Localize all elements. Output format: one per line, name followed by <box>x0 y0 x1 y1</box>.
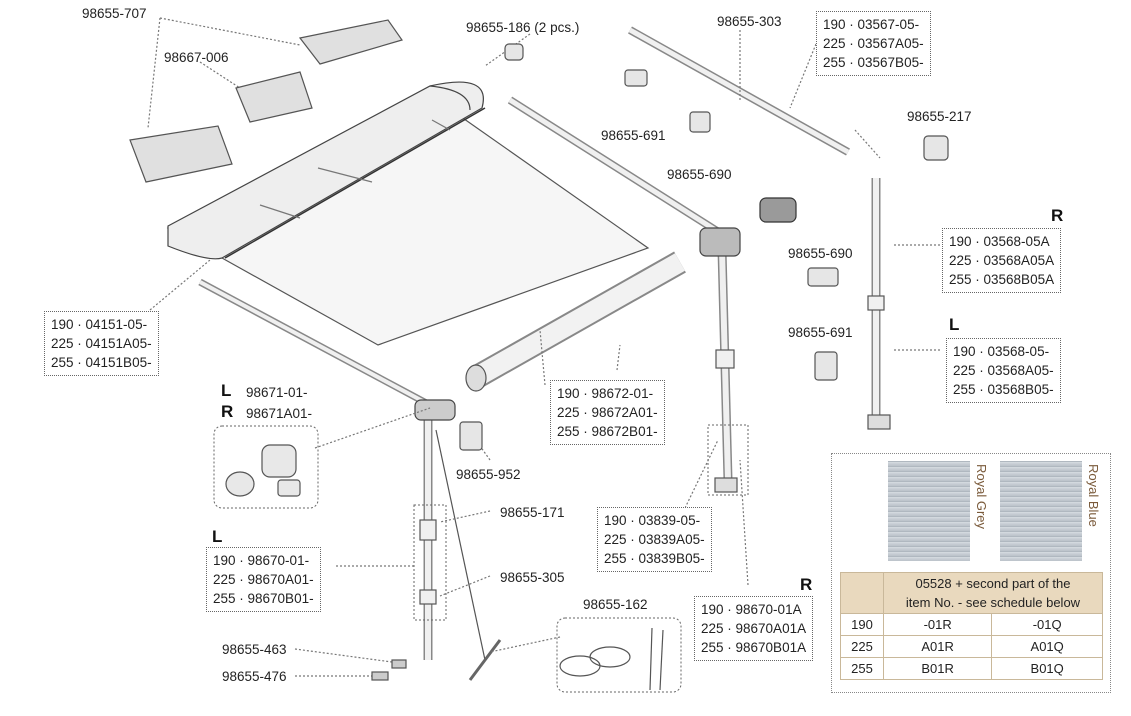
table-row: 190 -01R -01Q <box>840 613 1103 636</box>
label-98667-006: 98667-006 <box>164 50 229 65</box>
label-98655-171: 98655-171 <box>500 505 565 520</box>
rear-rail <box>507 96 731 242</box>
leg-right <box>714 249 738 493</box>
box-03568A: 190 · 03568-05A 225 · 03568A05A 255 · 03… <box>942 228 1062 293</box>
swatch-royal-blue-label: Royal Blue <box>1086 464 1101 527</box>
label-98655-691-top: 98655-691 <box>601 128 666 143</box>
label-98655-186: 98655-186 (2 pcs.) <box>466 20 580 35</box>
corner-joint-left <box>414 399 456 421</box>
bracket-kit <box>225 444 301 497</box>
label-98655-476: 98655-476 <box>222 669 287 684</box>
label-98671-01: 98671-01- <box>246 385 308 400</box>
swatch-royal-grey <box>888 461 970 561</box>
strap-kit <box>559 627 664 691</box>
side-marker-right-wall: R <box>1051 206 1064 225</box>
side-marker-left-leg: L <box>212 527 223 546</box>
front-bar-left <box>198 278 432 409</box>
box-98670: 190 · 98670-01- 225 · 98670A01- 255 · 98… <box>206 547 321 612</box>
box-98670A: 190 · 98670-01A 225 · 98670A01A 255 · 98… <box>694 596 814 661</box>
table-row: 225 A01R A01Q <box>840 635 1103 658</box>
label-98655-952: 98655-952 <box>456 467 521 482</box>
color-schedule-table: 05528 + second part of the item No. - se… <box>840 572 1103 680</box>
table-row: 255 B01R B01Q <box>840 657 1103 680</box>
label-98655-690-top: 98655-690 <box>667 167 732 182</box>
side-marker-left: L <box>221 381 232 400</box>
box-04151: 190 · 04151-05- 225 · 04151A05- 255 · 04… <box>44 311 159 376</box>
label-98655-707: 98655-707 <box>82 6 147 21</box>
wall-leg-right <box>867 178 891 430</box>
foot-plate <box>391 659 407 669</box>
label-98655-162: 98655-162 <box>583 597 648 612</box>
corner-joint-right <box>699 227 741 257</box>
box-03568: 190 · 03568-05- 225 · 03568A05- 255 · 03… <box>946 338 1061 403</box>
label-98655-305: 98655-305 <box>500 570 565 585</box>
swatch-royal-blue <box>1000 461 1082 561</box>
box-03567: 190 · 03567-05- 225 · 03567A05- 255 · 03… <box>816 11 931 76</box>
ground-plate <box>371 671 389 681</box>
side-marker-right: R <box>221 402 234 421</box>
label-98655-691-mid: 98655-691 <box>788 325 853 340</box>
schedule-header-line1: 05528 + second part of the <box>915 576 1071 591</box>
roller-tube <box>465 251 686 392</box>
fabric-color-panel: Royal Grey Royal Blue 05528 + second par… <box>831 453 1111 693</box>
box-03839: 190 · 03839-05- 225 · 03839A05- 255 · 03… <box>597 507 712 572</box>
leg-left <box>419 420 502 681</box>
small-caps <box>459 43 949 451</box>
box-98672: 190 · 98672-01- 225 · 98672A01- 255 · 98… <box>550 380 665 445</box>
schedule-header-line2: item No. - see schedule below <box>905 595 1081 610</box>
bracket-set-top <box>129 19 403 183</box>
label-98655-217: 98655-217 <box>907 109 972 124</box>
side-marker-right-leg: R <box>800 575 813 594</box>
top-rail-right <box>628 26 850 156</box>
label-98655-463: 98655-463 <box>222 642 287 657</box>
gear-housing <box>759 197 797 223</box>
swatch-royal-grey-label: Royal Grey <box>974 464 989 530</box>
side-marker-left-wall: L <box>949 315 960 334</box>
label-98655-690-mid: 98655-690 <box>788 246 853 261</box>
label-98655-303: 98655-303 <box>717 14 782 29</box>
label-98671A01: 98671A01- <box>246 406 313 421</box>
